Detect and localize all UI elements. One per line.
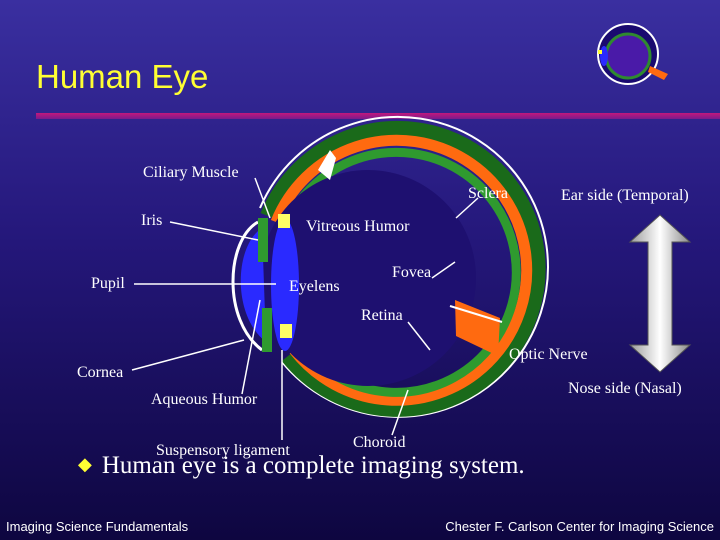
- label-ear-side: Ear side (Temporal): [561, 187, 689, 204]
- footer-right: Chester F. Carlson Center for Imaging Sc…: [445, 519, 714, 534]
- label-retina: Retina: [361, 307, 403, 324]
- slide-title: Human Eye: [36, 58, 209, 95]
- label-suspensory-ligament: Suspensory ligament: [156, 442, 290, 459]
- suspensory-ligament-lower: [280, 324, 292, 338]
- diamond-bullet-icon: ◆: [78, 454, 92, 474]
- label-vitreous-humor: Vitreous Humor: [306, 218, 410, 235]
- label-eyelens: Eyelens: [289, 278, 340, 295]
- label-fovea: Fovea: [392, 264, 431, 281]
- label-choroid: Choroid: [353, 434, 405, 451]
- label-nose-side: Nose side (Nasal): [568, 380, 682, 397]
- sclera-layer: [270, 134, 533, 406]
- bullet-text: Human eye is a complete imaging system.: [101, 452, 525, 479]
- title-underline: [36, 113, 720, 119]
- leader-lines: [131, 177, 479, 440]
- label-pupil: Pupil: [91, 275, 125, 292]
- iris-lower: [262, 308, 272, 352]
- iris-upper: [258, 218, 268, 262]
- label-sclera: Sclera: [468, 185, 508, 202]
- label-optic-nerve: Optic Nerve: [509, 346, 588, 363]
- bullet-point: ◆ Human eye is a complete imaging system.: [78, 452, 525, 480]
- retina-layer: [279, 147, 521, 397]
- label-cornea: Cornea: [77, 364, 123, 381]
- cornea: [231, 220, 263, 352]
- suspensory-ligament-upper: [278, 214, 290, 228]
- choroid-layer: [260, 120, 546, 417]
- eyeball: [259, 115, 549, 418]
- optic-nerve: [449, 300, 503, 356]
- label-iris: Iris: [141, 212, 162, 229]
- double-arrow-icon: [628, 214, 692, 373]
- footer-left: Imaging Science Fundamentals: [6, 519, 189, 534]
- eye-logo-icon: [597, 23, 668, 85]
- label-ciliary-muscle: Ciliary Muscle: [143, 164, 239, 181]
- label-aqueous-humor: Aqueous Humor: [151, 391, 258, 408]
- eyelens: [271, 219, 299, 351]
